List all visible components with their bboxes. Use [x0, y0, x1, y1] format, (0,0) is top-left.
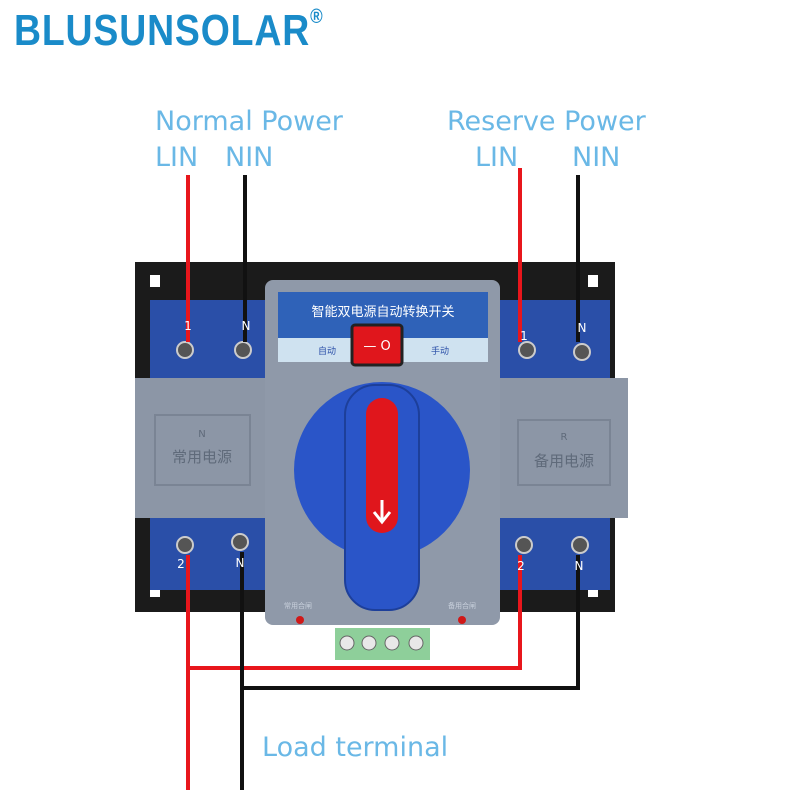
logo-text: BLUSUNSOLAR	[14, 6, 311, 55]
terminal-label: N	[236, 556, 245, 570]
reserve-nin-label: NIN	[572, 142, 621, 173]
reserve-lin-label: LIN	[475, 142, 519, 173]
left-module-name: 常用电源	[172, 448, 232, 466]
wire-load-line	[186, 555, 522, 790]
led-left-label: 常用合闸	[284, 601, 312, 610]
left-module-letter: N	[198, 429, 205, 440]
normal-lin-label: LIN	[155, 142, 199, 173]
right-module-name: 备用电源	[534, 452, 594, 470]
mode-auto-label: 自动	[318, 345, 336, 357]
left-cover	[135, 378, 270, 518]
knob-red-stripe	[366, 398, 398, 533]
normal-power-label: Normal Power	[155, 106, 343, 137]
terminal-label: N	[578, 321, 587, 335]
rocker-switch	[350, 323, 404, 367]
right-module-letter: R	[561, 432, 568, 443]
terminal-label: N	[575, 559, 584, 573]
normal-nin-label: NIN	[225, 142, 274, 173]
wire-load-neutral	[240, 552, 580, 790]
brand-logo: BLUSUNSOLAR®	[14, 6, 323, 56]
reserve-power-label: Reserve Power	[447, 106, 646, 137]
mount-hole	[150, 585, 160, 597]
terminal-label: 1	[520, 329, 528, 343]
terminal-label: 2	[517, 559, 525, 573]
switch-symbol: — O	[363, 339, 390, 354]
load-terminal-label: Load terminal	[262, 732, 449, 763]
led-right	[458, 616, 466, 624]
panel-title: 智能双电源自动转换开关	[311, 305, 454, 320]
terminal-label: 2	[177, 557, 185, 571]
mode-manual-label: 手动	[431, 345, 449, 357]
led-right-label: 备用合闸	[448, 601, 476, 610]
mount-hole	[588, 275, 598, 287]
logo-registered-mark: ®	[310, 6, 324, 28]
mount-hole	[588, 585, 598, 597]
terminal-label: 1	[184, 319, 192, 333]
right-cover	[498, 378, 628, 518]
led-left	[296, 616, 304, 624]
mount-hole	[150, 275, 160, 287]
terminal-label: N	[242, 319, 251, 333]
